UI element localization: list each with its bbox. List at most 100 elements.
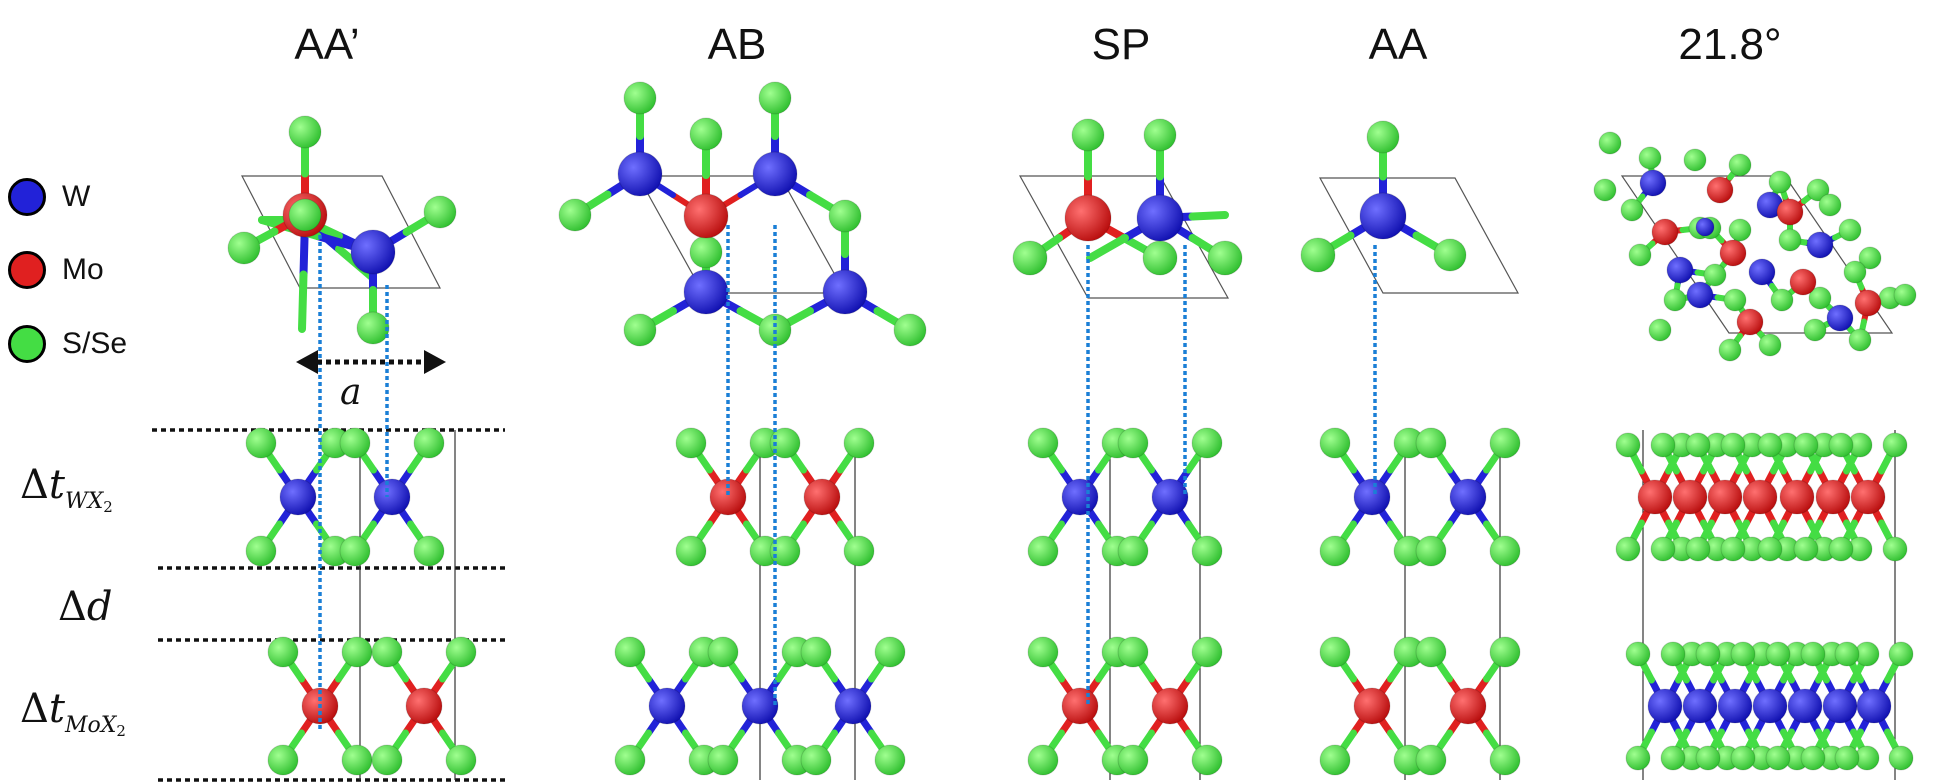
chalcogen-atom: [1818, 193, 1842, 217]
chalcogen-atom: [413, 535, 445, 567]
chalcogen-atom: [675, 427, 707, 459]
chalcogen-atom: [1720, 432, 1746, 458]
chalcogen-atom: [800, 744, 832, 776]
mo-atom: [1061, 687, 1099, 725]
chalcogen-atom: [1650, 536, 1676, 562]
chalcogen-atom: [1615, 432, 1641, 458]
mo-atom: [1779, 479, 1815, 515]
chalcogen-atom: [1800, 745, 1826, 771]
mo-atom: [1789, 268, 1817, 296]
chalcogen-atom: [1718, 338, 1742, 362]
mo-atom: [1736, 308, 1764, 336]
mo-atom: [1064, 194, 1112, 242]
chalcogen-atom: [339, 427, 371, 459]
legend-item-mo: Mo: [8, 251, 104, 289]
unit-cell: [1018, 175, 1230, 299]
chalcogen-atom: [707, 636, 739, 668]
w-atom: [822, 269, 868, 315]
chalcogen-atom: [1758, 333, 1782, 357]
w-atom: [373, 478, 411, 516]
chalcogen-atom: [1834, 745, 1860, 771]
mo-atom: [1651, 218, 1679, 246]
chalcogen-atom: [356, 311, 390, 345]
w-atom: [1748, 258, 1776, 286]
chalcogen-atom: [1415, 427, 1447, 459]
bond-segment: [1188, 211, 1229, 221]
chalcogen-atom: [769, 427, 801, 459]
chalcogen-atom: [1628, 243, 1652, 267]
chalcogen-atom: [614, 636, 646, 668]
w-atom: [1856, 688, 1892, 724]
chalcogen-atom: [769, 535, 801, 567]
chalcogen-atom: [1415, 636, 1447, 668]
chalcogen-atom: [1843, 260, 1867, 284]
chalcogen-atom: [1728, 153, 1752, 177]
arrowhead-right-icon: [424, 350, 446, 374]
title-aa-prime: AA’: [294, 20, 360, 69]
bond-segment: [298, 270, 308, 333]
mo-atom: [1854, 289, 1882, 317]
chalcogen-atom: [1768, 170, 1792, 194]
chalcogen-atom: [1803, 318, 1827, 342]
chalcogen-atom: [1828, 536, 1854, 562]
w-atom: [1717, 688, 1753, 724]
mo-atom: [1815, 479, 1851, 515]
chalcogen-atom: [1660, 641, 1686, 667]
chalcogen-atom: [227, 231, 261, 265]
lattice-constant-label: a: [340, 372, 362, 413]
mo-atom: [1151, 687, 1189, 725]
chalcogen-atom: [1650, 432, 1676, 458]
mo-atom: [683, 193, 729, 239]
chalcogen-atom: [675, 535, 707, 567]
chalcogen-atom: [1793, 536, 1819, 562]
chalcogen-atom: [623, 313, 657, 347]
lattice-arrow: [296, 350, 446, 374]
w-atom: [1061, 478, 1099, 516]
chalcogen-atom: [1778, 228, 1802, 252]
w-atom: [1647, 688, 1683, 724]
chalcogen-atom: [1319, 535, 1351, 567]
legend-label: Mo: [62, 253, 104, 286]
chalcogen-atom: [1071, 118, 1105, 152]
chalcogen-atom: [1888, 745, 1914, 771]
chalcogen-atom: [1765, 745, 1791, 771]
chalcogen-atom: [1800, 641, 1826, 667]
chalcogen-atom: [1683, 148, 1707, 172]
unit-cell: [241, 175, 441, 289]
chalcogen-atom: [1685, 432, 1711, 458]
chalcogen-atom: [1117, 636, 1149, 668]
chalcogen-atom: [1620, 198, 1644, 222]
chalcogen-atom: [1117, 744, 1149, 776]
chalcogen-atom: [1838, 218, 1862, 242]
chalcogen-atom: [1615, 536, 1641, 562]
chalcogen-atom: [689, 117, 723, 151]
chalcogen-atom: [1012, 240, 1048, 276]
chalcogen-atom: [371, 636, 403, 668]
mo-atom: [1706, 176, 1734, 204]
chalcogen-atom: [267, 744, 299, 776]
w-atom-icon: [8, 178, 46, 216]
chalcogen-atom: [423, 195, 457, 229]
chalcogen-atom: [1695, 641, 1721, 667]
w-atom: [350, 229, 396, 275]
w-atom: [1806, 231, 1834, 259]
chalcogen-atom: [445, 636, 477, 668]
unit-cell: [1318, 177, 1520, 294]
chalcogen-atom: [614, 744, 646, 776]
chalcogen-atom: [1828, 432, 1854, 458]
chalcogen-atom: [245, 427, 277, 459]
alignment-guides: [318, 225, 1377, 730]
w-atom: [834, 687, 872, 725]
s-se-atom-icon: [8, 325, 46, 363]
mo-atom: [1850, 479, 1886, 515]
chalcogen-atom: [1191, 636, 1223, 668]
chalcogen-atom: [1489, 535, 1521, 567]
chalcogen-atom: [1723, 288, 1747, 312]
chalcogen-atom: [1834, 641, 1860, 667]
chalcogen-atom: [1300, 237, 1336, 273]
chalcogen-atom: [1663, 288, 1687, 312]
w-atom: [683, 269, 729, 315]
chalcogen-atom: [1757, 432, 1783, 458]
chalcogen-atom: [1808, 286, 1832, 310]
